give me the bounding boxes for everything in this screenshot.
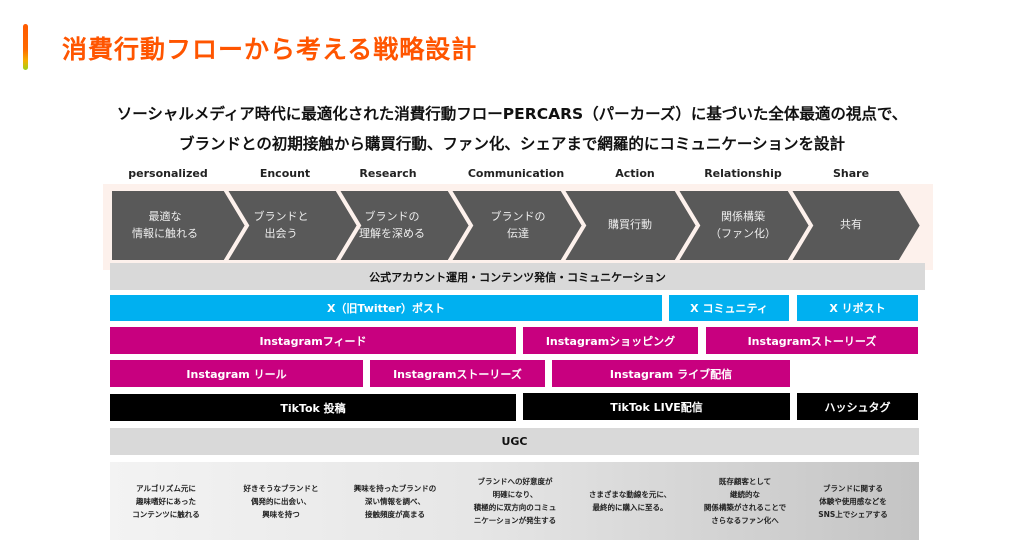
stage-label-action: Action [615, 167, 655, 180]
step-text-3: ブランドの 理解を深める [359, 210, 425, 240]
ugc-bar: UGC [110, 428, 919, 455]
x-post-bar: X（旧Twitter）ポスト [110, 295, 662, 321]
description-share: ブランドに関する 体験や使用感などを SNS上でシェアする [818, 483, 888, 519]
tiktok-post-bar: TikTok 投稿 [110, 394, 516, 421]
step-text-1: 最適な 情報に触れる [132, 210, 198, 240]
stage-label-communication: Communication [467, 167, 565, 180]
stage-labels: personalized Encount Research Communicat… [0, 167, 1024, 183]
description-relationship: 既存顧客として 継続的な 関係構築がされることで さらなるファン化へ [703, 477, 787, 525]
instagram-stories-bar-1: Instagramストーリーズ [706, 327, 918, 354]
step-text-2: ブランドと 出会う [253, 210, 309, 240]
description-communication: ブランドへの好意度が 明確になり、 積極的に双方向のコミュ ニケーションが発生す… [473, 477, 557, 525]
stage-label-share: Share [832, 167, 870, 180]
title-accent-bar [23, 24, 28, 70]
x-repost-bar: X リポスト [797, 295, 918, 321]
stage-label-personalized: personalized [128, 167, 208, 180]
description-action: さまざまな動線を元に、 最終的に購入に至る。 [588, 490, 672, 512]
step-text-6: 関係構築 （ファン化） [710, 210, 776, 240]
description-panel: アルゴリズム元に 趣味嗜好にあった コンテンツに触れる 好きそうなブランドと 偶… [110, 462, 919, 540]
instagram-shopping-bar: Instagramショッピング [523, 327, 698, 354]
stage-label-relationship: Relationship [704, 167, 782, 180]
description-research: 興味を持ったブランドの 深い情報を調べ、 接触頻度が高まる [353, 483, 437, 519]
step-text-4: ブランドの 伝達 [490, 210, 546, 240]
stage-label-encount: Encount [259, 167, 311, 180]
description-personalized: アルゴリズム元に 趣味嗜好にあった コンテンツに触れる [132, 483, 200, 519]
instagram-stories-bar-2: Instagramストーリーズ [370, 360, 545, 387]
hashtag-bar: ハッシュタグ [797, 393, 918, 420]
tiktok-live-bar: TikTok LIVE配信 [523, 393, 790, 420]
instagram-feed-bar: Instagramフィード [110, 327, 516, 354]
official-account-bar: 公式アカウント運用・コンテンツ発信・コミュニケーション [110, 263, 925, 290]
description-encount: 好きそうなブランドと 偶発的に出会い、 興味を持つ [243, 483, 319, 519]
step-text-5: 購買行動 [608, 218, 652, 231]
step-text-7: 共有 [840, 218, 862, 231]
stage-label-research: Research [359, 167, 417, 180]
subtitle-line-2: ブランドとの初期接触から購買行動、ファン化、シェアまで網羅的にコミュニケーション… [178, 135, 846, 153]
page-title: 消費行動フローから考える戦略設計 [62, 35, 478, 64]
instagram-live-bar: Instagram ライブ配信 [552, 360, 790, 387]
subtitle-line-1: ソーシャルメディア時代に最適化された消費行動フローPERCARS（パーカーズ）に… [116, 105, 908, 123]
instagram-reels-bar: Instagram リール [110, 360, 363, 387]
x-community-bar: X コミュニティ [669, 295, 789, 321]
